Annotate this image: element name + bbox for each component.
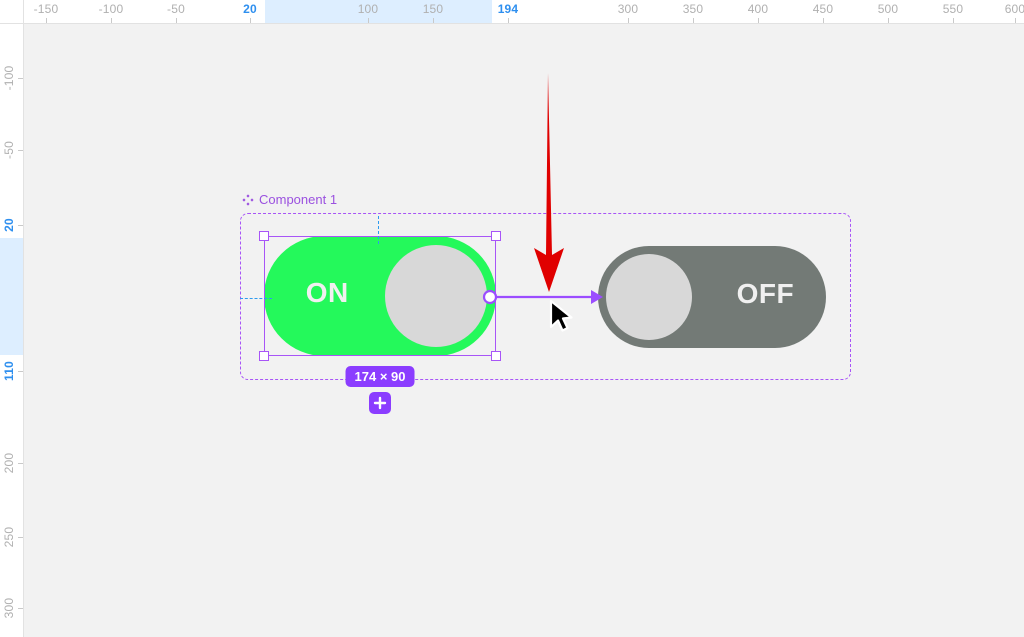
ruler-tick-h — [953, 18, 954, 23]
selection-bounding-box[interactable] — [264, 236, 496, 356]
ruler-label-v: -50 — [2, 141, 16, 159]
ruler-label-h: 400 — [747, 2, 769, 16]
ruler-tick-h — [693, 18, 694, 23]
ruler-label-h: 100 — [357, 2, 379, 16]
ruler-label-v: 200 — [2, 452, 16, 474]
ruler-label-h: 150 — [422, 2, 444, 16]
selection-size-badge: 174 × 90 — [345, 366, 415, 387]
component-frame[interactable] — [240, 213, 851, 380]
ruler-label-h: 600 — [1004, 2, 1024, 16]
ruler-tick-v — [18, 463, 23, 464]
component-diamond-icon — [242, 193, 254, 206]
ruler-tick-h — [628, 18, 629, 23]
ruler-label-v: -100 — [2, 65, 16, 91]
alignment-guide-vertical — [378, 216, 379, 244]
ruler-label-h: 20 — [243, 2, 257, 16]
ruler-label-h: 450 — [812, 2, 834, 16]
ruler-tick-h — [508, 18, 509, 23]
component-label[interactable]: Component 1 — [242, 192, 337, 207]
ruler-label-h: 550 — [942, 2, 964, 16]
toggle-on-knob — [385, 245, 487, 347]
ruler-selection-highlight-vertical — [0, 238, 23, 355]
toggle-on-label: ON — [305, 277, 349, 308]
ruler-label-h: -50 — [167, 2, 185, 16]
resize-handle-bottom-left[interactable] — [259, 351, 269, 361]
ruler-tick-h — [250, 18, 251, 23]
ruler-label-h: -150 — [33, 2, 59, 16]
ruler-tick-v — [18, 150, 23, 151]
ruler-tick-v — [18, 78, 23, 79]
ruler-tick-v — [18, 371, 23, 372]
resize-handle-bottom-right[interactable] — [491, 351, 501, 361]
component-label-text: Component 1 — [259, 192, 338, 207]
ruler-tick-h — [368, 18, 369, 23]
ruler-tick-h — [758, 18, 759, 23]
alignment-guide-horizontal — [240, 298, 272, 299]
toggle-off-label: OFF — [736, 278, 795, 309]
ruler-corner — [0, 0, 24, 24]
ruler-label-h: 350 — [682, 2, 704, 16]
canvas-viewport[interactable]: Component 1 ON OFF — [25, 25, 1024, 637]
connector-arrowhead — [591, 290, 603, 304]
horizontal-ruler[interactable]: -150 -100 -50 20 100 150 194 300 350 400 450 500 550… — [0, 0, 1024, 24]
toggle-off[interactable]: OFF — [598, 246, 826, 348]
ruler-tick-h — [111, 18, 112, 23]
ruler-tick-v — [18, 225, 23, 226]
interaction-connector[interactable] — [481, 282, 611, 312]
ruler-tick-h — [823, 18, 824, 23]
annotation-red-arrow — [534, 73, 564, 292]
ruler-label-v: 250 — [2, 526, 16, 548]
ruler-label-v: 110 — [2, 361, 16, 381]
ruler-label-v: 20 — [2, 218, 16, 232]
ruler-label-h: 300 — [617, 2, 639, 16]
ruler-tick-h — [176, 18, 177, 23]
ruler-tick-v — [18, 537, 23, 538]
ruler-tick-h — [433, 18, 434, 23]
ruler-tick-v — [18, 608, 23, 609]
vertical-ruler[interactable]: -100 -50 20 110 200 250 300 — [0, 0, 24, 637]
ruler-label-v: 300 — [2, 597, 16, 619]
ruler-tick-h — [888, 18, 889, 23]
add-interaction-button[interactable] — [369, 392, 391, 414]
ruler-label-h: 500 — [877, 2, 899, 16]
ruler-tick-h — [1015, 18, 1016, 23]
ruler-label-h: -100 — [98, 2, 124, 16]
plus-icon — [373, 396, 387, 410]
ruler-selection-highlight-horizontal — [265, 0, 492, 23]
ruler-tick-h — [46, 18, 47, 23]
connector-start-handle — [482, 289, 498, 305]
toggle-on[interactable]: ON — [264, 236, 496, 356]
resize-handle-top-left[interactable] — [259, 231, 269, 241]
ruler-label-h: 194 — [497, 2, 519, 16]
mouse-pointer-icon — [549, 300, 573, 332]
toggle-off-knob — [606, 254, 692, 340]
canvas-stage: Component 1 ON OFF — [25, 25, 1024, 637]
resize-handle-top-right[interactable] — [491, 231, 501, 241]
